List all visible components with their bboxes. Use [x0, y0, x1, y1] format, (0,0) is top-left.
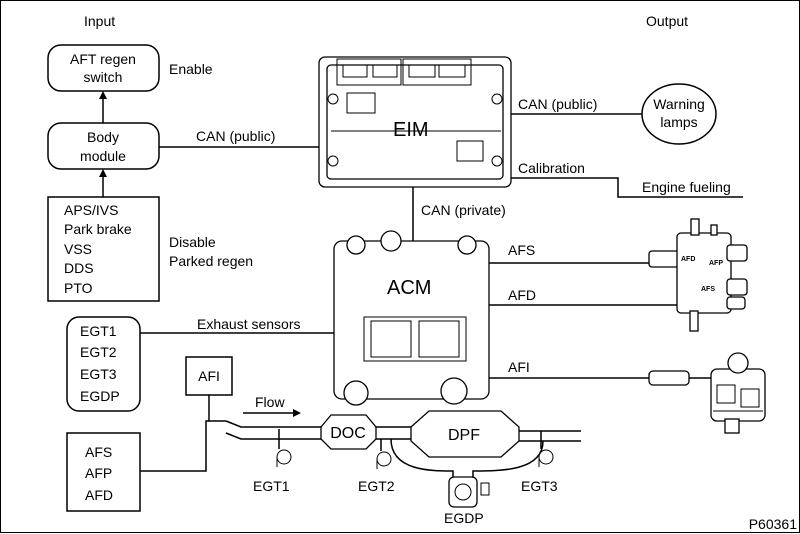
flow-label: Flow — [255, 394, 285, 410]
valve-label-afd: AFD — [681, 256, 695, 263]
egt1-label: EGT1 — [253, 478, 290, 494]
warning-lamps-label-2: lamps — [660, 114, 697, 130]
disable-input-pto: PTO — [64, 280, 93, 296]
afs-inputs-line — [140, 420, 226, 472]
dpf-label: DPF — [448, 427, 480, 444]
can-private-label: CAN (private) — [421, 202, 506, 218]
body-module-box — [47, 122, 160, 170]
afi-box-label: AFI — [198, 368, 220, 384]
aft-regen-switch-label-2: switch — [84, 69, 123, 85]
aft-regen-switch-label-1: AFT regen — [70, 51, 136, 67]
output-header: Output — [646, 13, 688, 29]
doc-label: DOC — [330, 425, 366, 442]
body-module-label-2: module — [80, 148, 126, 164]
egt-input-egt3: EGT3 — [80, 366, 117, 382]
figure-id: P60361 — [749, 516, 797, 532]
egt-input-egt1: EGT1 — [80, 323, 117, 339]
exhaust-system — [225, 410, 581, 508]
egt-input-egt2: EGT2 — [80, 344, 117, 360]
afs-input-afd: AFD — [85, 487, 113, 503]
calibration-label: Calibration — [518, 160, 585, 176]
afd-out-label: AFD — [508, 287, 536, 303]
calibration-line — [511, 177, 743, 198]
engine-fueling-label: Engine fueling — [642, 179, 731, 195]
egt3-label: EGT3 — [521, 478, 558, 494]
flow-arrow-head — [293, 409, 301, 417]
afi-injector-assembly — [648, 352, 766, 434]
afs-input-afp: AFP — [85, 465, 112, 481]
can-public-out-label: CAN (public) — [518, 96, 597, 112]
acm-module: ACM — [333, 230, 490, 406]
egdp-label: EGDP — [444, 510, 484, 526]
enable-arrow-head — [99, 91, 107, 99]
disable-label-1: Disable — [169, 234, 216, 250]
disable-input-park-brake: Park brake — [64, 221, 132, 237]
afs-out-label: AFS — [508, 242, 535, 258]
input-header: Input — [84, 13, 115, 29]
disable-input-aps-ivs: APS/IVS — [64, 202, 118, 218]
egt2-label: EGT2 — [358, 478, 395, 494]
disable-input-dds: DDS — [64, 260, 94, 276]
afi-out-label: AFI — [508, 359, 530, 375]
aft-regen-switch-box — [47, 44, 160, 92]
egt-input-egdp: EGDP — [80, 388, 120, 404]
disable-input-vss: VSS — [64, 241, 92, 257]
disable-inputs-box — [47, 196, 160, 302]
disable-arrow-head — [99, 169, 107, 177]
valve-label-afp: AFP — [709, 260, 723, 267]
disable-label-2: Parked regen — [169, 253, 253, 269]
afi-box — [185, 356, 233, 396]
doser-valve-assembly: AFD AFP AFS — [648, 218, 748, 332]
valve-label-afs: AFS — [701, 286, 715, 293]
acm-label: ACM — [387, 277, 431, 299]
afs-inputs-box — [66, 432, 141, 512]
can-public-in-label: CAN (public) — [196, 128, 275, 144]
egt-inputs-box — [66, 316, 141, 412]
warning-lamps-label-1: Warning — [653, 96, 705, 112]
eim-label: EIM — [393, 119, 429, 141]
body-module-label-1: Body — [87, 129, 119, 145]
eim-module: EIM — [318, 56, 512, 188]
enable-label: Enable — [169, 61, 213, 77]
afs-input-afs: AFS — [85, 444, 112, 460]
warning-lamps-circle — [641, 83, 717, 145]
exhaust-sensors-label: Exhaust sensors — [197, 316, 301, 332]
